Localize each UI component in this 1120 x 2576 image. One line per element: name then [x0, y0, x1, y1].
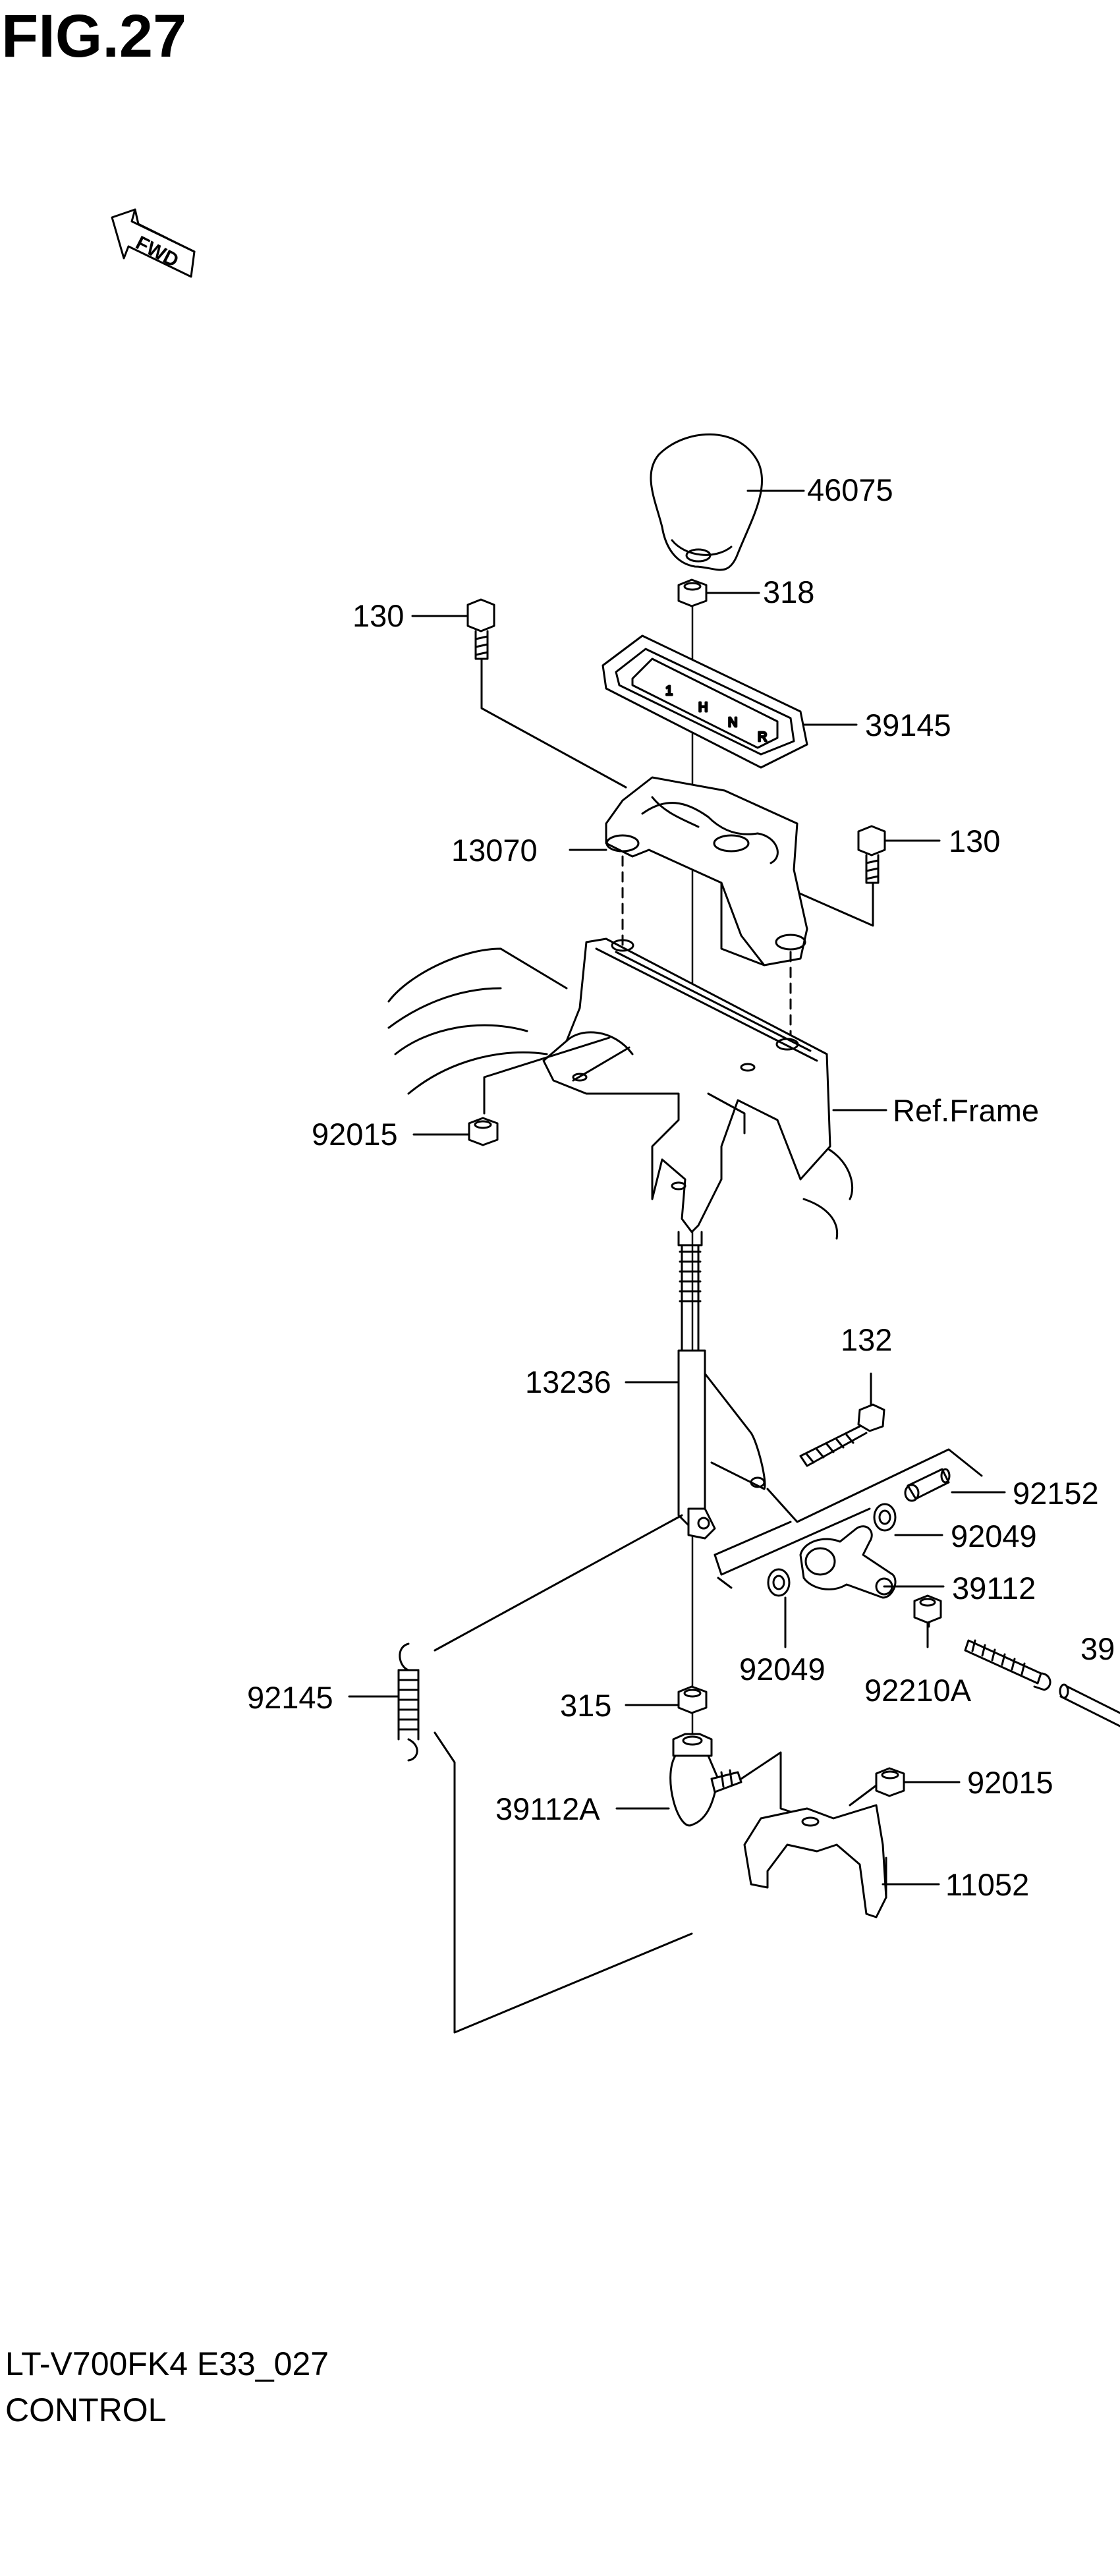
label-315: 315	[560, 1688, 611, 1723]
label-39112a: 39112A	[495, 1791, 600, 1826]
nut-92015-right-part	[875, 1767, 905, 1797]
bolt-132-part	[799, 1403, 885, 1467]
label-11052: 11052	[945, 1867, 1029, 1902]
bracket-11052-part	[743, 1804, 887, 1918]
label-92049-right: 92049	[951, 1519, 1037, 1554]
pin-92152-part	[904, 1468, 951, 1502]
nut-315-part	[677, 1685, 708, 1714]
label-92145: 92145	[247, 1680, 333, 1715]
washer-92049-right-part	[873, 1503, 897, 1532]
spring-92145-part	[397, 1642, 420, 1762]
label-130-right: 130	[949, 824, 1000, 858]
label-13070: 13070	[451, 833, 538, 868]
label-39: 39	[1080, 1631, 1115, 1666]
svg-text:H: H	[698, 700, 708, 715]
label-132: 132	[841, 1322, 892, 1357]
bolt-130-left-part	[466, 598, 495, 660]
nut-318-part	[677, 578, 708, 607]
svg-text:N: N	[728, 715, 737, 730]
fwd-direction-arrow-icon	[111, 208, 196, 278]
label-ref-frame: Ref.Frame	[893, 1093, 1039, 1128]
callout-leader-lines	[348, 490, 1006, 1886]
shift-lever-39112-part	[799, 1525, 897, 1599]
label-92210a: 92210A	[864, 1673, 972, 1708]
label-46075: 46075	[807, 472, 893, 507]
nut-92210a-part	[913, 1594, 942, 1624]
shift-gate-plate-part: 1 H N R	[602, 634, 808, 769]
shift-rod-part	[677, 1231, 766, 1540]
label-92152: 92152	[1013, 1476, 1099, 1511]
nut-92015-left-part	[468, 1117, 499, 1146]
footer-model-code: LT-V700FK4 E33_027	[5, 2345, 329, 2382]
label-13236: 13236	[525, 1364, 611, 1399]
figure-title: FIG.27	[1, 3, 187, 70]
svg-text:1: 1	[665, 684, 673, 698]
shift-guide-housing-part	[605, 776, 808, 966]
cable-end-39-part	[964, 1639, 1120, 1727]
shift-knob-part	[650, 433, 764, 571]
svg-text:R: R	[758, 730, 767, 744]
label-39145: 39145	[865, 708, 951, 742]
bolt-130-right-part	[857, 825, 886, 884]
ball-joint-39112a-part	[669, 1733, 742, 1827]
label-92049-left: 92049	[739, 1652, 826, 1687]
reference-frame-part	[387, 938, 854, 1240]
label-92015-left: 92015	[312, 1117, 398, 1152]
label-92015-right: 92015	[967, 1765, 1053, 1800]
footer-section-name: CONTROL	[5, 2392, 167, 2428]
label-318: 318	[763, 574, 814, 609]
label-130-left: 130	[352, 598, 404, 633]
label-39112: 39112	[952, 1571, 1036, 1606]
washer-92049-left-part	[767, 1568, 791, 1597]
